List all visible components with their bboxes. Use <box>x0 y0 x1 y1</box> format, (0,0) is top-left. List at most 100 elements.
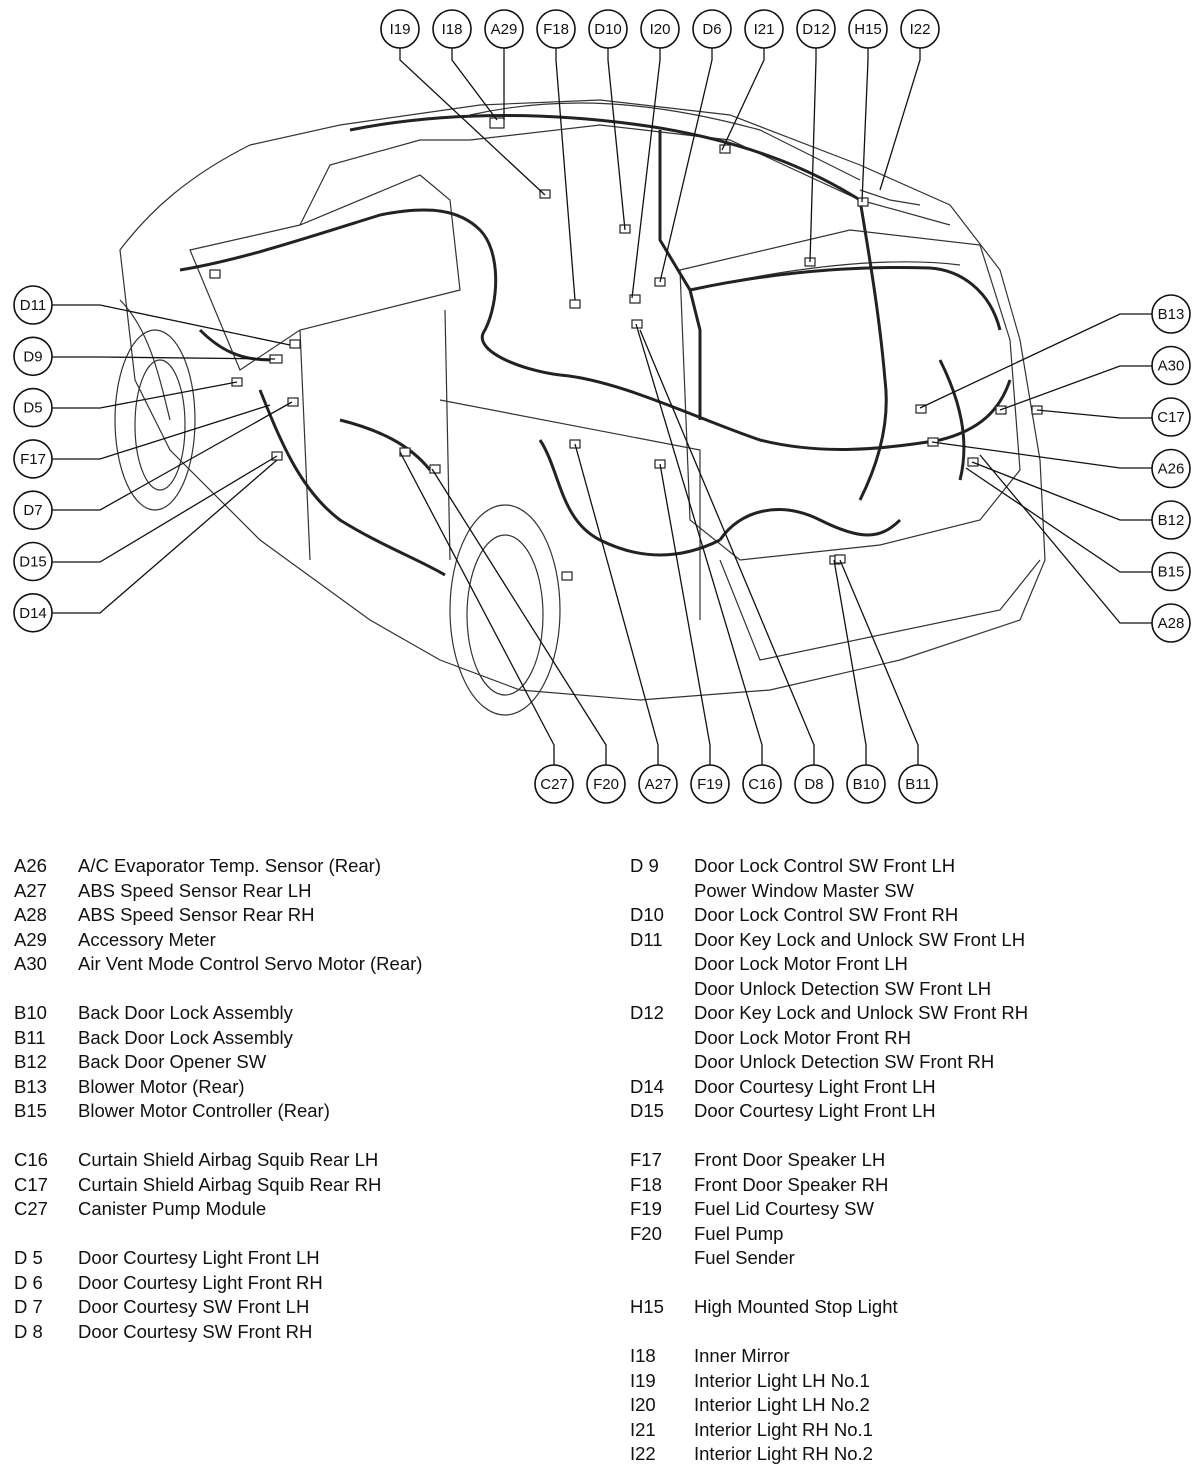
connector-label: I20 <box>650 21 671 38</box>
legend-code: F19 <box>630 1198 662 1219</box>
connector-label: A29 <box>491 21 518 38</box>
connector-bubble-d5: D5 <box>13 387 53 428</box>
connector-bubble-d6: D6 <box>692 9 732 49</box>
connector-label: B11 <box>905 776 931 793</box>
connector-bubble-c17: C17 <box>1151 397 1191 437</box>
legend-description: Back Door Lock Assembly <box>78 1026 293 1048</box>
connector-bubble-d7: D7 <box>13 490 53 531</box>
legend-description: Blower Motor Controller (Rear) <box>78 1100 330 1121</box>
connector-label: A26 <box>1158 461 1185 478</box>
legend-code: I22 <box>630 1443 656 1464</box>
legend-entry: Power Window Master SW <box>630 879 1190 904</box>
connector-label: F18 <box>543 21 569 38</box>
connector-bubble-b15: B15 <box>1151 551 1191 592</box>
connector-label: A27 <box>645 776 672 793</box>
connector-label: C16 <box>748 776 776 793</box>
connector-label: F19 <box>697 776 723 793</box>
legend-code: C27 <box>14 1198 48 1219</box>
connector-label: I21 <box>754 21 775 38</box>
legend-code: D10 <box>630 904 664 925</box>
legend-code: B11 <box>14 1026 46 1048</box>
legend-description: Door Lock Motor Front LH <box>694 953 908 974</box>
connector-bubble-f18: F18 <box>536 9 576 49</box>
legend-code: D11 <box>630 928 663 950</box>
legend-gap <box>14 1222 594 1247</box>
legend-code: B10 <box>14 1002 47 1023</box>
wire-harness <box>179 114 1012 577</box>
legend-code: D 6 <box>14 1271 43 1293</box>
connector-label: D9 <box>23 348 42 365</box>
legend-description: Door Key Lock and Unlock SW Front RH <box>694 1002 1029 1023</box>
legend-gap <box>630 1320 1190 1345</box>
legend-description: Front Door Speaker RH <box>694 1173 889 1195</box>
connector-bubble-i21: I21 <box>744 9 784 49</box>
legend-description: High Mounted Stop Light <box>694 1296 898 1317</box>
legend-description: Curtain Shield Airbag Squib Rear RH <box>78 1173 382 1195</box>
connector-label: A28 <box>1158 615 1185 632</box>
connector-bubble-d12: D12 <box>796 9 836 49</box>
connector-bubble-b10: B10 <box>846 764 886 804</box>
connector-bubble-d11: D11 <box>13 285 53 325</box>
legend-description: Back Door Opener SW <box>78 1051 267 1072</box>
legend-code <box>630 1026 694 1051</box>
legend-code <box>630 952 694 977</box>
legend-code: I19 <box>630 1369 656 1391</box>
connector-label: F20 <box>593 776 619 793</box>
legend-code <box>630 1246 694 1271</box>
legend-code: A26 <box>14 855 47 876</box>
legend-code <box>630 1050 694 1075</box>
connector-label: A30 <box>1158 358 1185 375</box>
legend-entry: B11 Back Door Lock Assembly <box>14 1026 594 1051</box>
legend-entry: B13 Blower Motor (Rear) <box>14 1075 594 1100</box>
legend-entry: D14 Door Courtesy Light Front LH <box>630 1075 1190 1100</box>
connector-bubble-i19: I19 <box>380 9 420 49</box>
legend-description: Blower Motor (Rear) <box>78 1075 245 1097</box>
connector-label: D5 <box>23 400 42 417</box>
legend-code: I20 <box>630 1394 656 1415</box>
legend-code: B13 <box>14 1075 47 1097</box>
legend-gap <box>630 1271 1190 1296</box>
legend-entry: Door Unlock Detection SW Front LH <box>630 977 1190 1002</box>
legend-description: Door Lock Control SW Front RH <box>694 904 959 925</box>
legend-code: D14 <box>630 1075 664 1097</box>
legend-code: D 5 <box>14 1247 43 1268</box>
legend-description: Interior Light LH No.2 <box>694 1394 870 1415</box>
legend-entry: Door Lock Motor Front RH <box>630 1026 1190 1051</box>
connector-bubble-f19: F19 <box>690 764 730 804</box>
legend-code: H15 <box>630 1296 664 1317</box>
legend-code: B15 <box>14 1100 47 1121</box>
connector-bubble-c27: C27 <box>534 764 574 804</box>
legend-gap <box>14 977 594 1002</box>
connector-label: H15 <box>854 21 882 38</box>
legend-entry: Door Lock Motor Front LH <box>630 952 1190 977</box>
legend-code: I21 <box>630 1418 656 1440</box>
connector-bubble-h15: H15 <box>848 9 888 49</box>
legend-description: Door Courtesy Light Front LH <box>694 1075 936 1097</box>
legend-code: F20 <box>630 1222 662 1244</box>
legend-code <box>630 879 694 904</box>
legend-entry: Door Unlock Detection SW Front RH <box>630 1050 1190 1075</box>
legend-description: Curtain Shield Airbag Squib Rear LH <box>78 1149 379 1170</box>
legend-description: Air Vent Mode Control Servo Motor (Rear) <box>78 953 423 974</box>
legend-entry: Fuel Sender <box>630 1246 1190 1271</box>
